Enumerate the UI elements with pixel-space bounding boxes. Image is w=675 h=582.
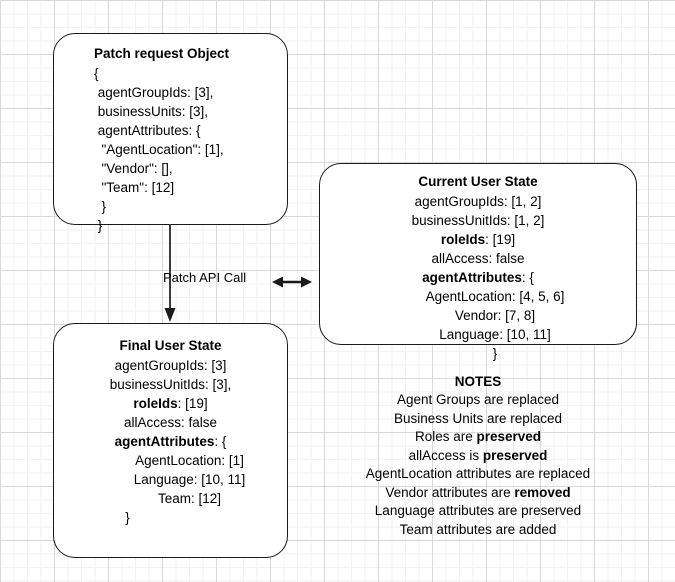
current-state-line: allAccess: false [320, 249, 636, 268]
note-text: allAccess is [408, 447, 483, 463]
note-text: AgentLocation attributes are replaced [365, 466, 591, 481]
patch-request-line: "Team": [12] [94, 180, 175, 195]
current-state-line: roleIds: [19] [320, 230, 636, 249]
notes-block: NOTES Agent Groups are replaced Business… [338, 372, 618, 539]
final-state-line-text: AgentLocation: [1] [135, 453, 244, 468]
current-state-line-text: } [492, 346, 498, 361]
final-state-line-text: Language: [10, 11] [133, 472, 246, 487]
final-state-line-text: : [19] [177, 396, 208, 411]
current-state-line-text: AgentLocation: [4, 5, 6] [425, 289, 565, 304]
final-user-state-body: agentGroupIds: [3] businessUnitIds: [3],… [54, 356, 287, 527]
final-state-line: Language: [10, 11] [54, 470, 287, 489]
current-state-line-text: Language: [10, 11] [439, 327, 551, 342]
final-state-line-text: agentGroupIds: [3] [114, 358, 227, 373]
note-line: Language attributes are preserved [338, 502, 618, 521]
current-user-state-node[interactable]: Current User State agentGroupIds: [1, 2]… [319, 163, 637, 361]
note-text: Language attributes are preserved [374, 503, 582, 518]
patch-api-call-arrow [164, 224, 176, 322]
final-state-line-text: Team: [12] [157, 491, 222, 506]
final-state-line: agentAttributes: { [54, 432, 287, 451]
note-line: Roles are preserved [338, 428, 618, 447]
notes-title: NOTES [454, 374, 502, 389]
final-state-line-key: roleIds [133, 396, 178, 411]
final-state-line-text: businessUnitIds: [3], [109, 377, 232, 392]
final-user-state-node[interactable]: Final User State agentGroupIds: [3] busi… [53, 323, 288, 558]
final-state-line-key: agentAttributes [114, 434, 215, 449]
current-state-line-text: : { [521, 270, 534, 285]
current-state-line-text: businessUnitIds: [1, 2] [411, 213, 545, 228]
current-state-line-text: agentGroupIds: [1, 2] [414, 194, 542, 209]
current-state-line: agentAttributes: { [320, 268, 636, 287]
patch-api-call-label: Patch API Call [163, 270, 247, 285]
note-text: Team attributes are added [399, 521, 557, 537]
note-text: Roles are [414, 429, 477, 444]
final-state-line: AgentLocation: [1] [54, 451, 287, 470]
note-line: Agent Groups are replaced [338, 391, 618, 410]
note-text: Vendor attributes are [385, 484, 515, 500]
final-state-line-text: allAccess: false [123, 415, 218, 430]
current-state-line: Vendor: [7, 8] [320, 306, 636, 325]
note-text: Business Units are replaced [393, 410, 563, 426]
current-state-line-key: roleIds [440, 232, 486, 247]
note-emphasis: preserved [482, 447, 548, 463]
current-state-line: businessUnitIds: [1, 2] [320, 211, 636, 230]
note-line: allAccess is preserved [338, 447, 618, 466]
note-emphasis: preserved [476, 429, 542, 444]
note-line: Business Units are replaced [338, 410, 618, 429]
note-emphasis: removed [514, 484, 571, 500]
final-state-line-text: } [125, 510, 130, 525]
patch-request-line: "Vendor": [], [94, 161, 173, 176]
patch-request-object-title: Patch request Object [94, 46, 230, 61]
current-user-state-body: agentGroupIds: [1, 2] businessUnitIds: [… [320, 192, 636, 363]
current-state-line-key: agentAttributes [422, 270, 522, 285]
final-state-line: agentGroupIds: [3] [54, 356, 287, 375]
note-line: AgentLocation attributes are replaced [338, 465, 618, 484]
patch-request-line: "AgentLocation": [1], [94, 142, 224, 157]
patch-request-object-node[interactable]: Patch request Object { agentGroupIds: [3… [53, 33, 288, 233]
final-state-line: Team: [12] [54, 489, 287, 508]
final-state-line-text: : { [214, 434, 227, 449]
final-state-line: } [54, 508, 287, 527]
current-state-line-text: allAccess: false [431, 251, 525, 266]
current-state-line-text: Vendor: [7, 8] [454, 308, 536, 323]
patch-request-object-body: { agentGroupIds: [3], businessUnits: [3]… [54, 64, 287, 235]
note-text: Agent Groups are replaced [396, 392, 560, 407]
final-state-line: allAccess: false [54, 413, 287, 432]
patch-request-line: } [94, 199, 107, 214]
bidirectional-arrow-icon [272, 276, 312, 288]
final-user-state-title: Final User State [119, 338, 222, 353]
patch-request-line: { [94, 66, 99, 81]
current-state-line: agentGroupIds: [1, 2] [320, 192, 636, 211]
patch-request-line: } [94, 218, 103, 233]
note-line: Vendor attributes are removed [338, 484, 618, 503]
final-state-line: roleIds: [19] [54, 394, 287, 413]
current-state-line: AgentLocation: [4, 5, 6] [320, 287, 636, 306]
current-state-line-text: : [19] [485, 232, 516, 247]
patch-request-line: businessUnits: [3], [94, 104, 209, 119]
current-state-line: Language: [10, 11] [320, 325, 636, 344]
final-state-line: businessUnitIds: [3], [54, 375, 287, 394]
note-line: Team attributes are added [338, 521, 618, 540]
patch-request-line: agentAttributes: { [94, 123, 201, 138]
current-state-line: } [320, 344, 636, 363]
current-user-state-title: Current User State [418, 174, 538, 189]
patch-request-line: agentGroupIds: [3], [94, 85, 214, 100]
